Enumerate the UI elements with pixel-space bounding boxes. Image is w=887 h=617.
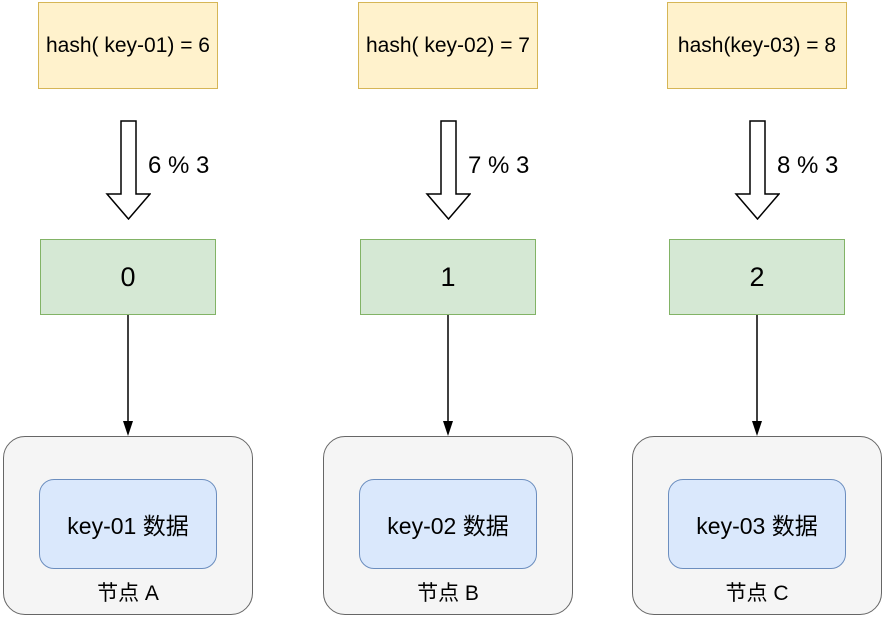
hash-column-a: hash( key-01) = 6 6 % 3 0 key-01 数据 节点 A [3,0,253,617]
data-box: key-02 数据 [359,479,537,569]
block-arrow-down-icon [425,120,471,220]
node-label: 节点 B [417,581,479,605]
slot-value: 0 [120,261,136,292]
node-box: key-01 数据 节点 A [3,436,253,615]
slot-value: 1 [440,261,456,292]
hash-column-b: hash( key-02) = 7 7 % 3 1 key-02 数据 节点 B [323,0,573,617]
block-arrow-down-icon [734,120,780,220]
slot-value: 2 [749,261,765,292]
hash-box: hash( key-02) = 7 [358,2,538,89]
slot-box: 0 [40,239,216,315]
data-box: key-01 数据 [39,479,217,569]
hash-label: hash( key-01) = 6 [45,33,210,57]
node-box: key-03 数据 节点 C [632,436,882,615]
hash-label: hash(key-03) = 8 [677,33,837,57]
hash-label: hash( key-02) = 7 [365,33,530,57]
data-box: key-03 数据 [668,479,846,569]
arrow-down-icon [752,315,762,436]
block-arrow-down-icon [105,120,151,220]
data-label: key-03 数据 [696,513,818,539]
node-label: 节点 A [97,581,159,605]
data-label: key-01 数据 [67,513,189,539]
arrow-down-icon [123,315,133,436]
data-label: key-02 数据 [387,513,509,539]
arrow-down-icon [443,315,453,436]
slot-box: 2 [669,239,845,315]
hash-box: hash(key-03) = 8 [667,2,847,89]
node-box: key-02 数据 节点 B [323,436,573,615]
mod-label: 6 % 3 [148,152,210,179]
mod-label: 8 % 3 [777,152,839,179]
hash-column-c: hash(key-03) = 8 8 % 3 2 key-03 数据 节点 C [632,0,882,617]
mod-label: 7 % 3 [468,152,530,179]
hash-box: hash( key-01) = 6 [38,2,218,89]
slot-box: 1 [360,239,536,315]
node-label: 节点 C [725,581,789,605]
